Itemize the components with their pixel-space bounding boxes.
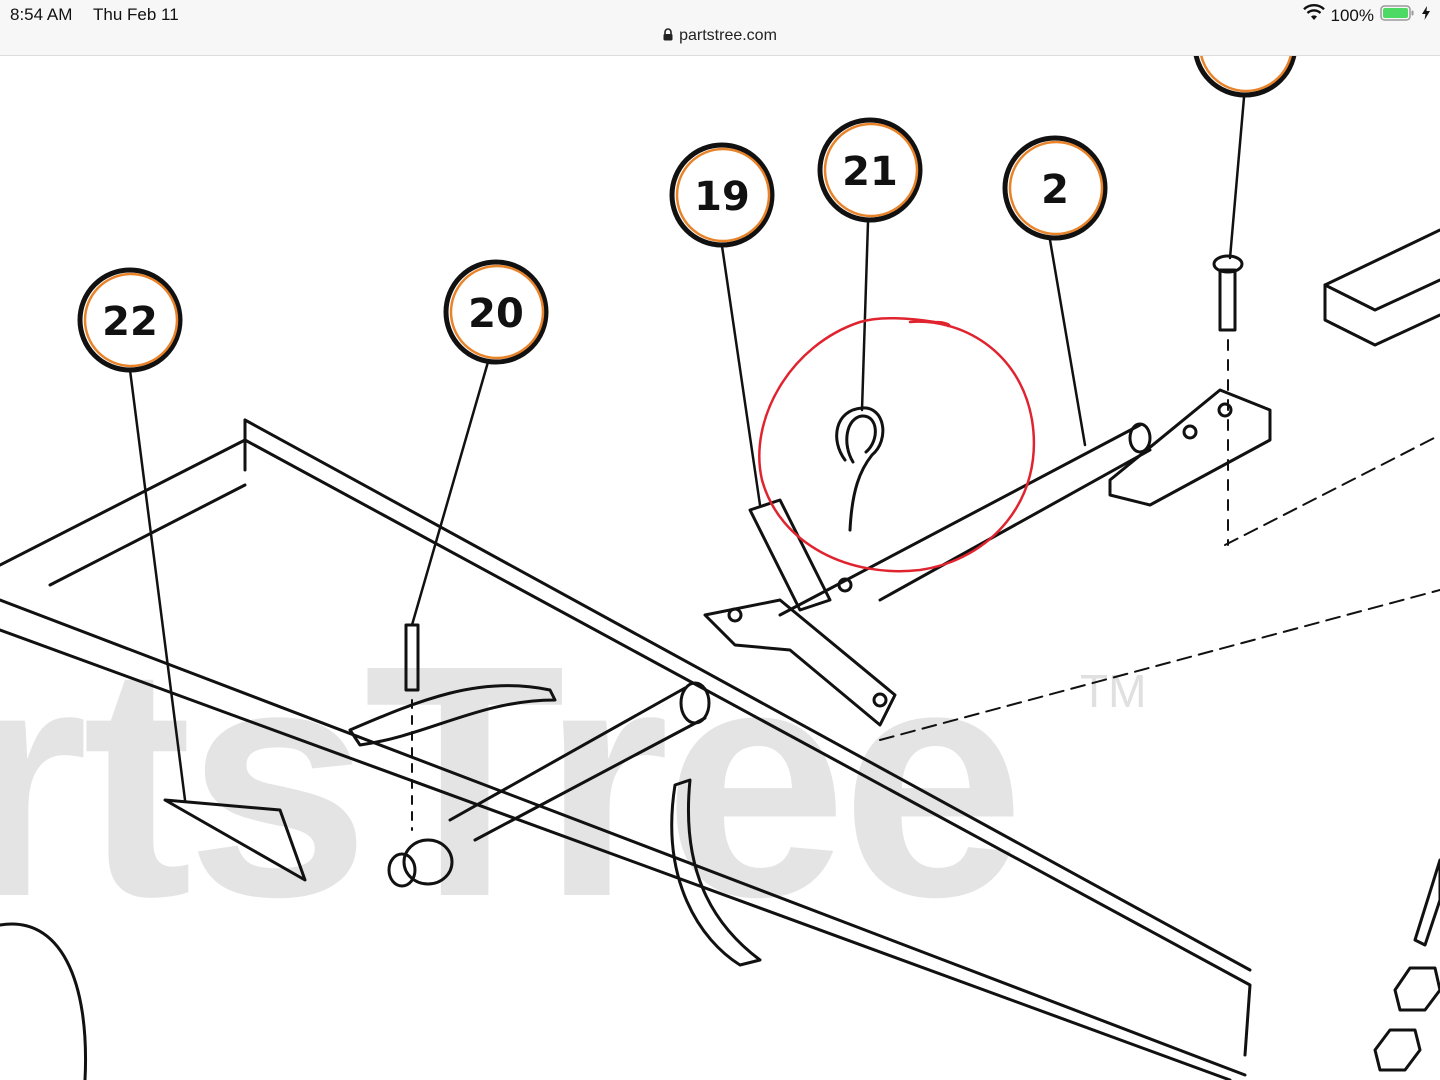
charging-bolt-icon xyxy=(1422,6,1430,25)
trademark-mark: TM xyxy=(1080,665,1147,717)
battery-percent: 100% xyxy=(1330,5,1374,25)
red-annotation-circle xyxy=(758,316,1036,573)
curved-cushion xyxy=(348,684,762,967)
exploded-parts-diagram: 22 20 19 21 2 xyxy=(0,56,1440,1080)
battery-icon xyxy=(1380,4,1416,27)
wifi-icon xyxy=(1302,4,1325,27)
callout-19[interactable]: 19 xyxy=(669,142,775,248)
callout-2[interactable]: 2 xyxy=(1002,135,1108,241)
status-date: Thu Feb 11 xyxy=(93,5,179,24)
partstree-watermark: rtsTree xyxy=(0,596,1025,965)
lock-icon xyxy=(663,28,673,46)
callout-22[interactable]: 22 xyxy=(77,267,183,373)
pin-part-20 xyxy=(404,623,420,831)
status-right-group: 100% xyxy=(1302,4,1430,27)
callout-20[interactable]: 20 xyxy=(443,259,549,365)
lever-part-19 xyxy=(703,422,1152,727)
address-bar[interactable]: partstree.com xyxy=(0,27,1440,46)
callout-label-20: 20 xyxy=(468,291,524,337)
fasteners-right xyxy=(1373,858,1440,1072)
callout-bubbles: 22 20 19 21 2 xyxy=(77,56,1297,373)
callout-label-2: 2 xyxy=(1041,167,1069,213)
status-bar: 8:54 AM Thu Feb 11 100% p xyxy=(0,0,1440,56)
callout-label-21: 21 xyxy=(842,149,898,195)
callout-leaders xyxy=(128,84,1247,802)
callout-21[interactable]: 21 xyxy=(817,117,923,223)
frame-plate xyxy=(0,418,1252,1080)
top-right-block xyxy=(1323,228,1440,347)
status-time: 8:54 AM xyxy=(10,5,73,24)
bracket-block xyxy=(1108,388,1272,507)
url-text: partstree.com xyxy=(679,27,777,44)
decal-part-22 xyxy=(163,798,307,882)
callout-label-22: 22 xyxy=(102,299,158,345)
dashed-leaders xyxy=(879,434,1440,741)
parts-diagram-page: rtsTree TM xyxy=(0,56,1440,1080)
bolt-top-right xyxy=(1212,254,1244,546)
cross-rod xyxy=(387,681,711,888)
wheel-arc xyxy=(0,922,88,1080)
hairpin-part-21 xyxy=(835,406,885,532)
callout-top-partial[interactable] xyxy=(1193,56,1297,98)
callout-label-19: 19 xyxy=(694,174,750,220)
